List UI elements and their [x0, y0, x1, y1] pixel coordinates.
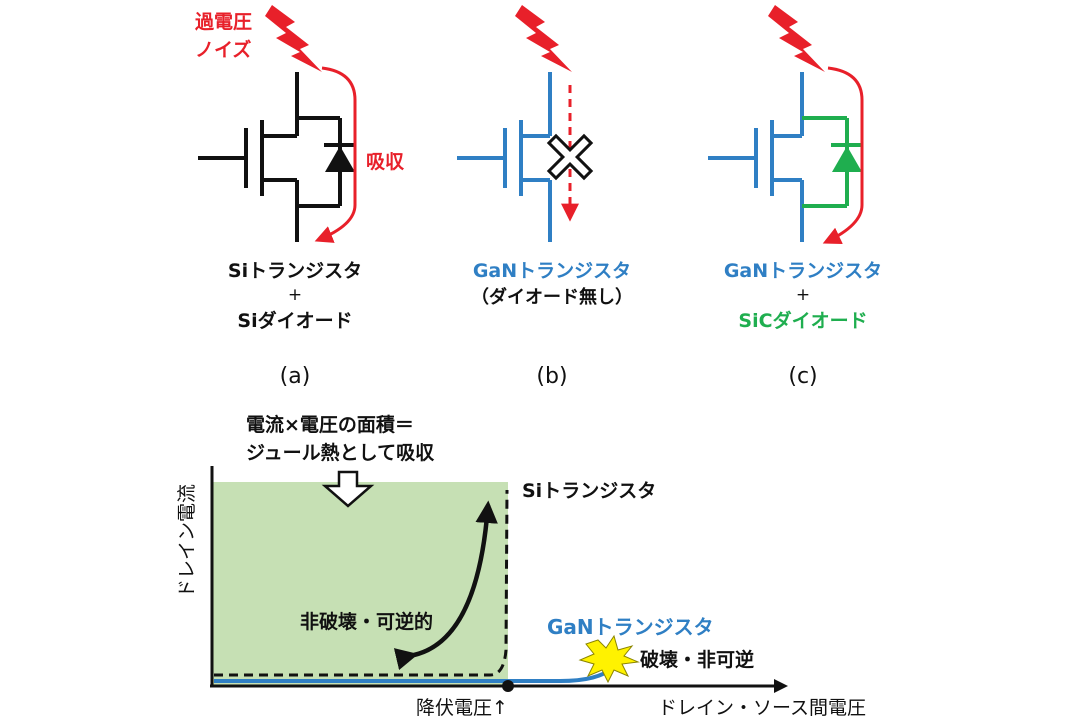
caption-a-line3: Siダイオード: [237, 309, 352, 332]
caption-b-line2: （ダイオード無し）: [471, 286, 633, 308]
circuit-a: 過電圧 ノイズ 吸収 Siトランジスタ + Siダイオード (a): [195, 5, 405, 389]
breakdown-point: [502, 680, 514, 692]
circuit-b: GaNトランジスタ （ダイオード無し） (b): [457, 5, 633, 389]
circuit-c: GaNトランジスタ + SiCダイオード (c): [708, 5, 882, 389]
destructive-label: 破壊・非可逆: [640, 648, 754, 671]
area-note-line1: 電流×電圧の面積＝: [246, 413, 414, 436]
x-mark-icon: [546, 133, 594, 181]
down-arrow-icon: [321, 470, 375, 508]
lightning-icon: [768, 5, 825, 72]
tag-a: (a): [280, 364, 311, 389]
absorb-arrow-c: [822, 66, 864, 244]
y-axis-label: ドレイン電流: [176, 484, 198, 598]
x-axis-arrowhead: [774, 679, 788, 693]
caption-c-line2: +: [796, 285, 810, 305]
x-axis-label: ドレイン・ソース間電圧: [658, 697, 866, 719]
explosion-icon: [578, 634, 640, 684]
reversible-label: 非破壊・可逆的: [300, 610, 433, 633]
caption-a-line2: +: [288, 285, 302, 305]
noise-label-line2: ノイズ: [195, 38, 251, 61]
lightning-icon: [265, 5, 322, 72]
absorb-arrow: [314, 66, 357, 243]
breakdown-label: 降伏電圧↑: [416, 697, 508, 719]
caption-b-line1: GaNトランジスタ: [473, 260, 631, 282]
caption-c-line3: SiCダイオード: [738, 309, 867, 332]
reversible-arrow: [393, 500, 498, 671]
iv-diagram: 電流×電圧の面積＝ ジュール熱として吸収 Siトランジスタ 非破壊・可逆的 Ga…: [176, 413, 866, 719]
si-curve-label: Siトランジスタ: [522, 480, 656, 502]
caption-a-line1: Siトランジスタ: [228, 260, 362, 282]
mosfet-symbol-c: [708, 72, 804, 242]
joule-heat-area: [212, 482, 508, 685]
caption-c-line1: GaNトランジスタ: [724, 260, 882, 282]
absorb-label: 吸収: [366, 151, 405, 173]
gan-curve-label: GaNトランジスタ: [547, 615, 714, 639]
mosfet-symbol-b: [457, 72, 552, 242]
mosfet-symbol-a: [198, 72, 342, 242]
si-iv-curve: [214, 489, 509, 677]
tag-c: (c): [788, 364, 817, 389]
diode-icon: [831, 143, 863, 172]
area-note-line2: ジュール熱として吸収: [246, 441, 435, 464]
noise-label-line1: 過電圧: [195, 11, 252, 33]
lightning-icon: [515, 5, 572, 72]
diode-icon: [324, 143, 356, 172]
tag-b: (b): [536, 364, 567, 389]
